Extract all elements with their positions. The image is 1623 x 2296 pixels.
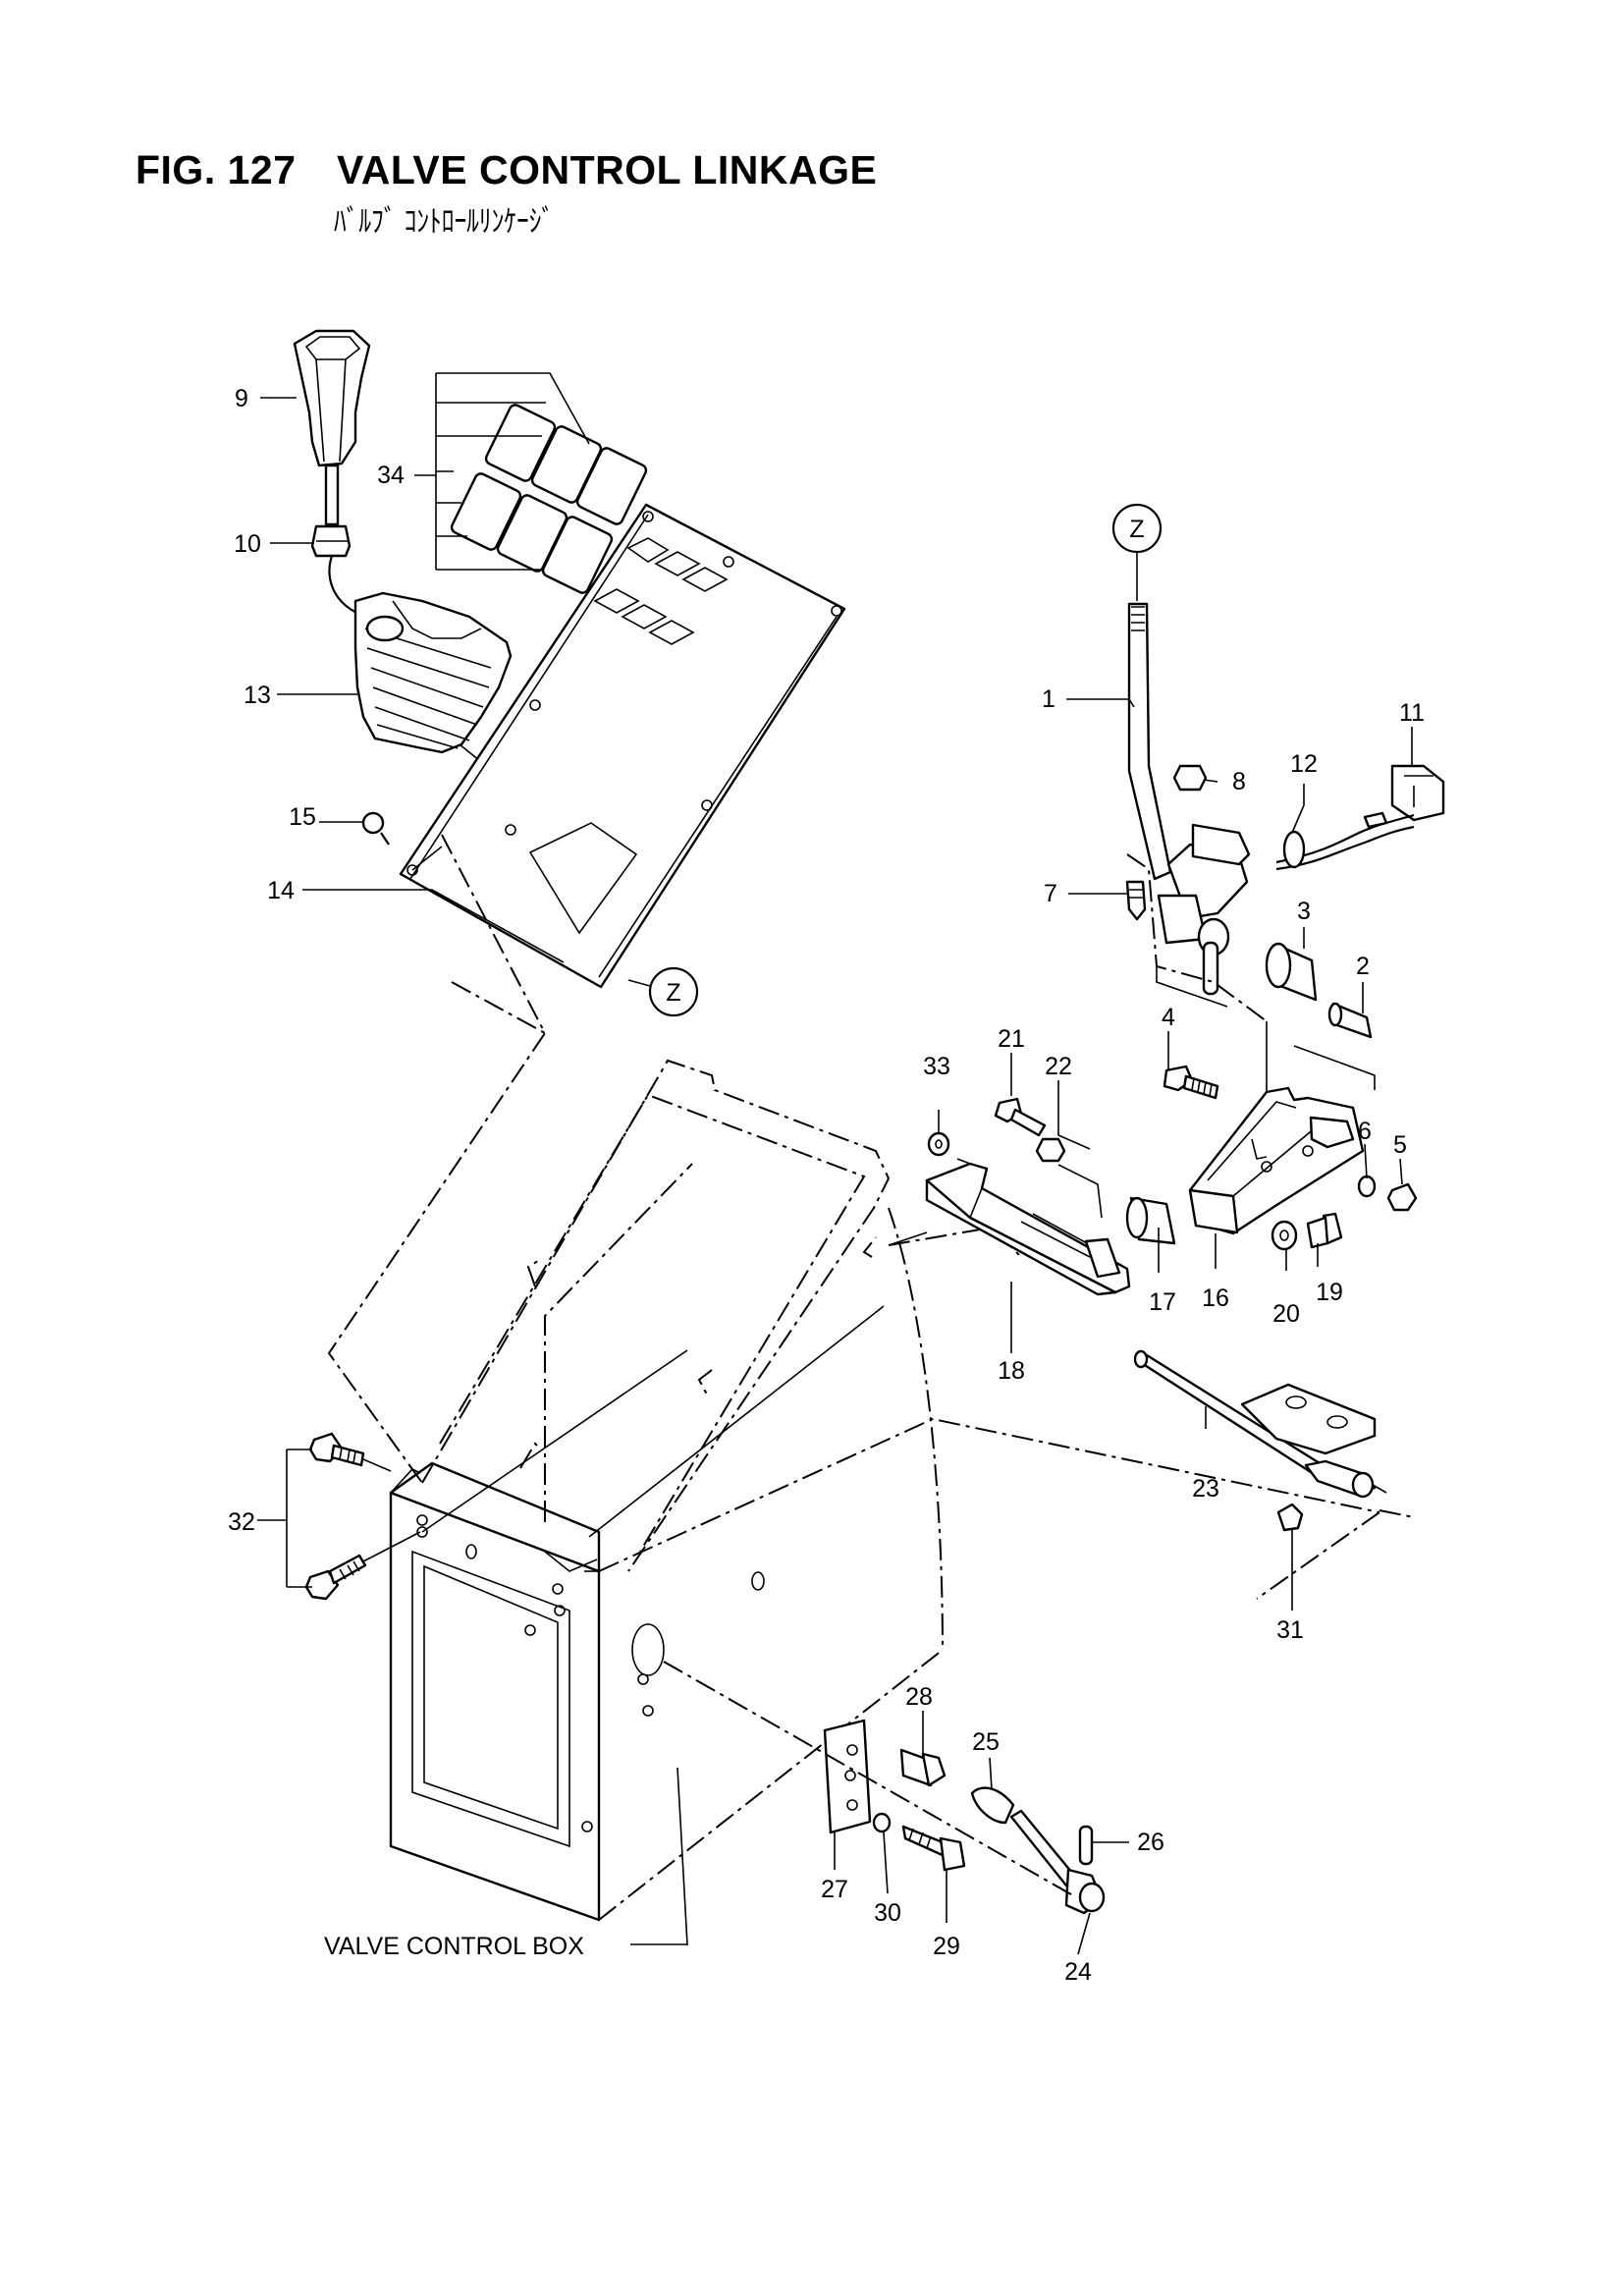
callout-label: 4 bbox=[1162, 1004, 1175, 1031]
callout-label: 5 bbox=[1393, 1131, 1407, 1159]
callout-label: 30 bbox=[874, 1899, 901, 1927]
knob-25-part bbox=[970, 1786, 1015, 1825]
lever-24-part bbox=[1009, 1809, 1106, 1915]
callout-label: 3 bbox=[1297, 898, 1311, 925]
callout-label: 23 bbox=[1192, 1475, 1219, 1503]
clip-31-part bbox=[1276, 1503, 1304, 1532]
callout-label: 10 bbox=[234, 530, 261, 558]
washer-30-part bbox=[872, 1812, 892, 1833]
switch-panel-part bbox=[399, 503, 846, 989]
rod-phantom-line bbox=[1379, 1509, 1415, 1518]
bolt-32-lower-part bbox=[304, 1554, 367, 1601]
indicator-lamp-set-part bbox=[450, 404, 648, 594]
control-lever-part bbox=[1127, 602, 1249, 996]
callout-label: 14 bbox=[267, 877, 295, 904]
reference-marker-z-bottom: Z bbox=[627, 966, 699, 1017]
figure-title: FIG. 127 VALVE CONTROL LINKAGE bbox=[135, 147, 877, 193]
pin-2-part bbox=[1327, 1002, 1373, 1039]
lower-lever-phantom bbox=[663, 1661, 1077, 1898]
callout-label: 1 bbox=[1042, 685, 1055, 713]
callout-label: 13 bbox=[243, 682, 271, 709]
washer-6-part bbox=[1357, 1175, 1377, 1198]
plate-27-part bbox=[823, 1719, 872, 1834]
callout-label: 11 bbox=[1399, 699, 1425, 727]
callout-label: 15 bbox=[289, 803, 316, 831]
callout-label: 33 bbox=[923, 1053, 950, 1080]
bracket-8-part bbox=[1191, 823, 1251, 866]
callout-label: 32 bbox=[228, 1508, 255, 1536]
bracket-18-part bbox=[925, 1162, 1131, 1296]
panel-to-box-line-mid bbox=[451, 981, 546, 1034]
reference-mark-bottom-label: Z bbox=[666, 979, 680, 1007]
bolt-21-part bbox=[994, 1097, 1047, 1137]
callout-label: 2 bbox=[1356, 953, 1370, 980]
nut-5-part bbox=[1386, 1182, 1418, 1212]
callout-leaders bbox=[257, 372, 1413, 1955]
callout-label: 27 bbox=[821, 1876, 848, 1903]
valve-control-box-label: VALVE CONTROL BOX bbox=[324, 1933, 584, 1960]
box-label-leader bbox=[676, 1767, 688, 1945]
bracket-16-part bbox=[1188, 1086, 1365, 1235]
panel-to-box-line-left bbox=[327, 834, 547, 1484]
callout-label: 34 bbox=[377, 462, 405, 489]
callout-label: 28 bbox=[905, 1683, 933, 1711]
switch-11-part bbox=[1390, 764, 1445, 822]
nut-22-part bbox=[1035, 1137, 1066, 1163]
nut-8-part bbox=[1172, 764, 1208, 792]
shaft-line-18 bbox=[888, 1231, 928, 1246]
callout-label: 29 bbox=[933, 1933, 960, 1960]
washer-33-part bbox=[927, 1131, 950, 1157]
callout-label: 21 bbox=[998, 1025, 1025, 1053]
wire-harness-12-part bbox=[1275, 811, 1415, 871]
callout-label: 19 bbox=[1316, 1279, 1343, 1306]
control-knob-part bbox=[293, 329, 371, 526]
lock-nut-part bbox=[310, 524, 352, 558]
callout-label: 24 bbox=[1064, 1958, 1092, 1986]
callout-label: 12 bbox=[1290, 750, 1318, 778]
valve-control-box bbox=[389, 1305, 885, 1922]
rod-23-part bbox=[1133, 1349, 1387, 1499]
callout-label: 25 bbox=[972, 1728, 1000, 1756]
pin-26-part bbox=[1078, 1825, 1094, 1866]
callout-label: 31 bbox=[1276, 1616, 1304, 1644]
bolt-29-part bbox=[901, 1825, 966, 1872]
box-phantom-outline bbox=[421, 1059, 1380, 1921]
figure-subtitle-japanese: ﾊﾞﾙﾌﾞ ｺﾝﾄﾛｰﾙﾘﾝｹｰｼﾞ bbox=[334, 204, 555, 240]
bushing-3-part bbox=[1265, 942, 1318, 1002]
washer-20-part bbox=[1271, 1220, 1298, 1251]
reference-marker-z-top: Z bbox=[1111, 503, 1163, 601]
figure-number: FIG. 127 bbox=[135, 147, 297, 192]
callout-label: 16 bbox=[1202, 1285, 1229, 1312]
figure-name: VALVE CONTROL LINKAGE bbox=[337, 147, 878, 192]
reference-mark-top-label: Z bbox=[1129, 516, 1144, 543]
callout-label: 7 bbox=[1044, 880, 1057, 907]
bushing-17-part bbox=[1125, 1196, 1176, 1245]
callout-label: 8 bbox=[1232, 768, 1246, 795]
screw-15-part bbox=[361, 811, 390, 846]
callout-label: 22 bbox=[1045, 1053, 1072, 1080]
callout-numbers: 1 2 3 4 5 6 7 8 9 10 11 12 13 15 14 16 1… bbox=[228, 385, 1425, 1986]
callout-label: 6 bbox=[1358, 1118, 1372, 1145]
callout-label: 20 bbox=[1272, 1300, 1300, 1328]
bolt-4-part bbox=[1163, 1065, 1219, 1100]
callout-label: 26 bbox=[1137, 1829, 1164, 1856]
callout-label: 18 bbox=[998, 1357, 1025, 1385]
bolt-32-upper-part bbox=[308, 1432, 365, 1467]
bolt-28-part bbox=[899, 1748, 947, 1787]
bolt-7-part bbox=[1125, 880, 1147, 921]
callout-label: 17 bbox=[1149, 1288, 1176, 1316]
callout-label: 9 bbox=[235, 385, 248, 412]
bolt-19-part bbox=[1306, 1212, 1343, 1249]
rubber-boot-part bbox=[353, 591, 513, 754]
